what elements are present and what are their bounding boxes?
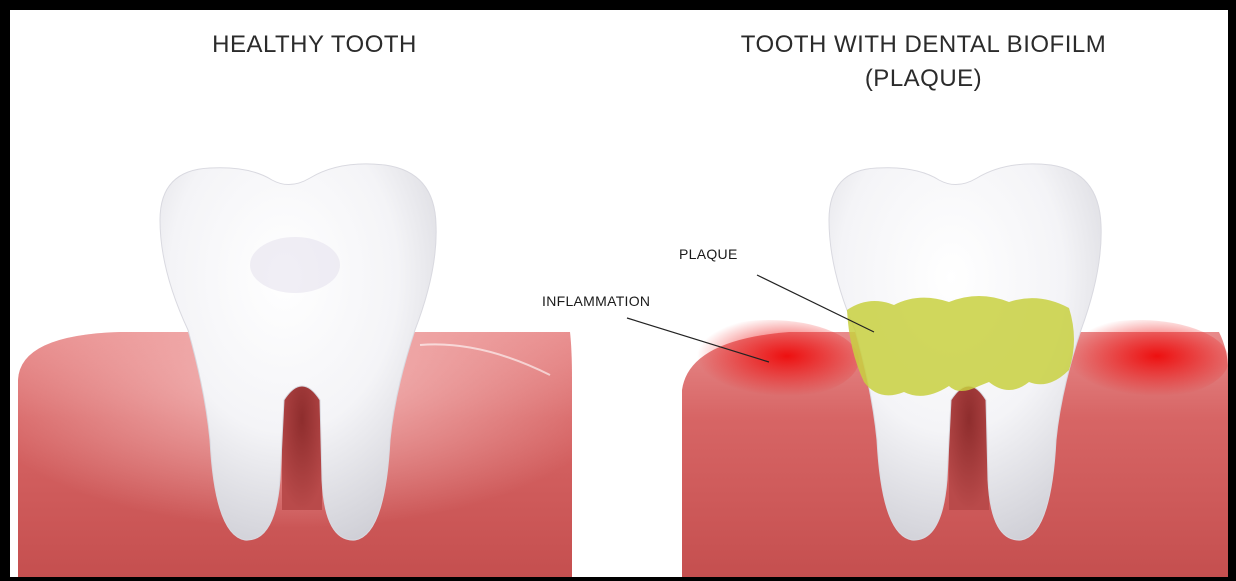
crown-shade [250, 237, 340, 293]
plaque-tooth-title: TOOTH WITH DENTAL BIOFILM (PLAQUE) [619, 28, 1228, 96]
plaque-band [847, 296, 1074, 396]
healthy-tooth-title: HEALTHY TOOTH [10, 28, 619, 62]
healthy-tooth-illustration [10, 10, 619, 577]
inflammation-left [679, 320, 859, 400]
illustration-frame: HEALTHY TOOTH [10, 10, 1228, 577]
inflammation-label: INFLAMMATION [542, 293, 650, 309]
root-gap [949, 380, 989, 510]
plaque-label: PLAQUE [679, 246, 738, 262]
healthy-tooth-panel: HEALTHY TOOTH [10, 10, 619, 577]
plaque-tooth-panel: TOOTH WITH DENTAL BIOFILM (PLAQUE) PLAQU… [619, 10, 1228, 577]
root-gap [282, 380, 322, 510]
plaque-tooth-title-line1: TOOTH WITH DENTAL BIOFILM [619, 28, 1228, 62]
plaque-tooth-title-line2: (PLAQUE) [619, 62, 1228, 96]
